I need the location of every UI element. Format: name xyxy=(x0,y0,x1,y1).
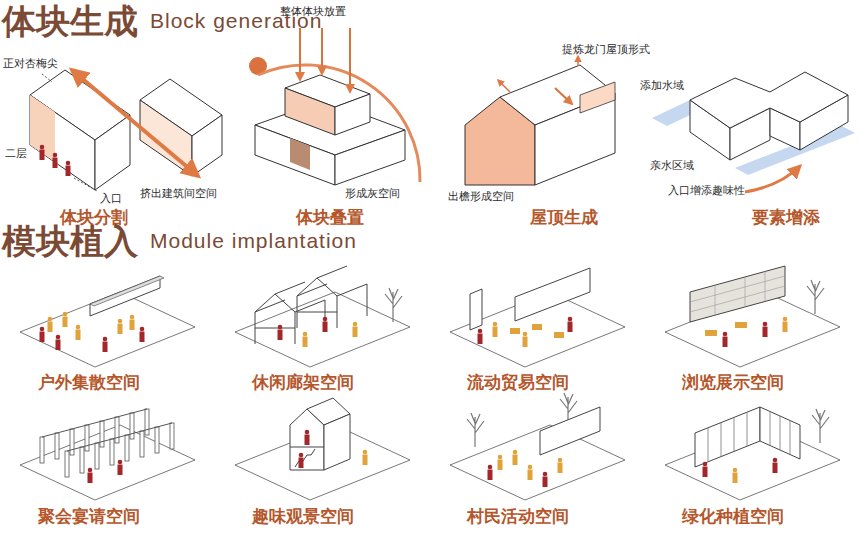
annotation: 二层 xyxy=(5,148,27,160)
exhibition-module xyxy=(665,266,840,367)
annotation: 出檐形成空间 xyxy=(448,191,514,203)
annotation: 形成灰空间 xyxy=(345,188,400,200)
annotation: 添加水域 xyxy=(640,80,684,92)
module-caption: 村民活动空间 xyxy=(467,506,569,526)
annotation: 挤出建筑间空间 xyxy=(140,188,217,200)
block-split-sketch xyxy=(30,70,222,191)
module-caption: 聚会宴请空间 xyxy=(38,506,140,526)
annotation: 亲水区域 xyxy=(650,160,694,172)
annotation: 入口增添趣味性 xyxy=(668,185,745,197)
step-caption: 屋顶生成 xyxy=(530,207,598,227)
market-module xyxy=(450,268,625,367)
step-caption: 体块叠置 xyxy=(296,207,364,227)
section-heading: 模块植入 xyxy=(2,222,138,260)
section-heading: 体块生成 xyxy=(2,2,138,40)
annotation: 整体体块放置 xyxy=(280,6,346,18)
pergola-module xyxy=(235,266,410,367)
annotation: 入口 xyxy=(100,193,122,205)
viewing-tower-module xyxy=(235,398,410,500)
block-stack-sketch xyxy=(249,28,420,185)
module-caption: 趣味观景空间 xyxy=(252,506,354,526)
step-caption: 要素增添 xyxy=(752,207,820,227)
section-subheading: Module implantation xyxy=(150,228,357,254)
banquet-module xyxy=(20,409,195,500)
module-caption: 流动贸易空间 xyxy=(467,372,569,392)
module-caption: 休闲廊架空间 xyxy=(252,372,354,392)
planting-module xyxy=(665,407,840,500)
module-caption: 户外集散空间 xyxy=(38,372,140,392)
module-caption: 浏览展示空间 xyxy=(682,372,784,392)
annotation: 正对杏梅尖 xyxy=(3,58,58,70)
module-caption: 绿化种植空间 xyxy=(682,506,784,526)
roof-sketch xyxy=(465,56,615,185)
village-activity-module xyxy=(450,393,625,500)
annotation: 提炼龙门屋顶形式 xyxy=(562,44,650,56)
outdoor-gathering-module xyxy=(20,276,195,367)
